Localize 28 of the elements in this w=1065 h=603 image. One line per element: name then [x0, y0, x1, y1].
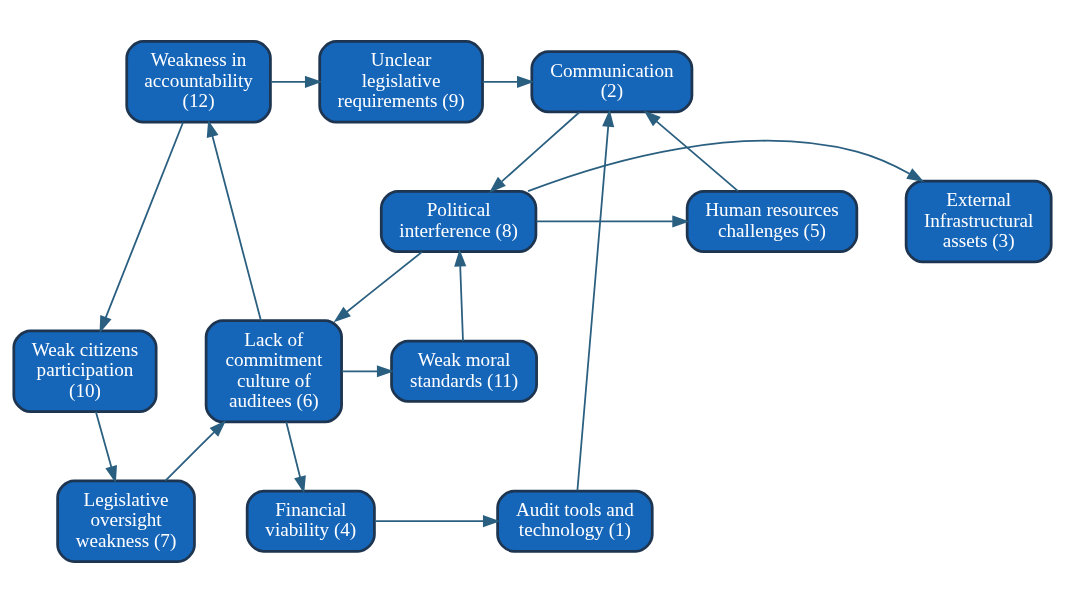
arrow	[269, 75, 323, 88]
node-box: Weakness in accountability (12)	[125, 40, 272, 124]
arrow	[99, 121, 184, 334]
node-box: Political interference (8)	[379, 189, 538, 253]
arrow	[95, 410, 117, 484]
arrow	[206, 119, 262, 322]
node-box: Weak moral standards (11)	[390, 339, 538, 403]
arrow	[164, 420, 227, 482]
arrow	[643, 110, 739, 192]
arrow	[489, 111, 581, 193]
node-box: Audit tools and technology (1)	[496, 489, 654, 553]
node-box: External Infrastructural assets (3)	[904, 179, 1053, 264]
arrow	[373, 515, 501, 528]
arrow	[535, 215, 690, 228]
arrow	[481, 75, 535, 88]
arrow	[333, 251, 423, 323]
arrow	[454, 249, 467, 342]
node-box: Lack of commitment culture of auditees (6)	[204, 319, 343, 424]
node-box: Weak citizens participation (10)	[12, 329, 158, 414]
arrow	[576, 109, 615, 492]
node-box: Human resources challenges (5)	[685, 189, 859, 253]
arrow	[285, 421, 306, 494]
node-box: Unclear legislative requirements (9)	[318, 40, 484, 124]
arrow	[340, 365, 395, 378]
node-box: Financial viability (4)	[245, 489, 376, 553]
arrow	[527, 139, 925, 193]
node-box: Communication (2)	[530, 50, 694, 114]
node-box: Legislative oversight weakness (7)	[56, 479, 196, 563]
